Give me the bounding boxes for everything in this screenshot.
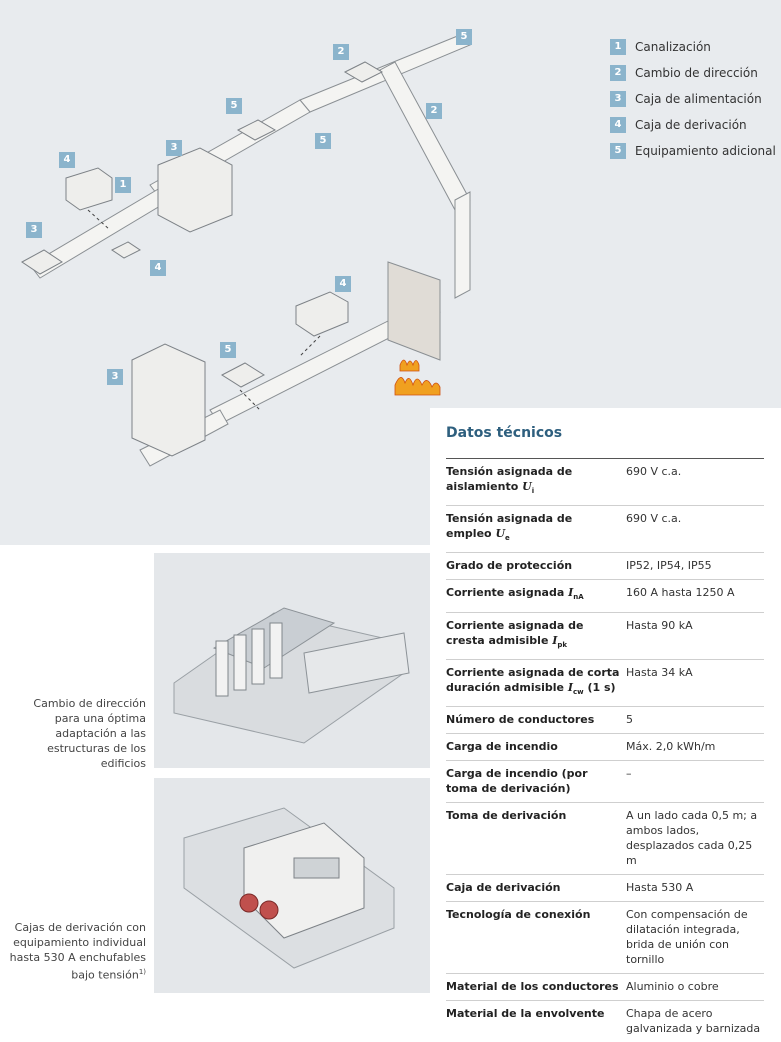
technical-data-table: Tensión asignada de aislamiento Ui 690 V …	[446, 458, 764, 1042]
legend-label: Caja de derivación	[635, 118, 747, 132]
tap-box-left	[65, 167, 113, 211]
diagram-badge: 3	[26, 222, 42, 238]
diagram-badge: 5	[220, 342, 236, 358]
spec-value: Hasta 90 kA	[626, 618, 693, 632]
photo-caption-direction: Cambio de dirección para una óptima adap…	[33, 697, 146, 770]
diagram-badge: 4	[335, 276, 351, 292]
table-row: Número de conductores 5	[446, 707, 764, 734]
spec-value: Hasta 34 kA	[626, 665, 693, 679]
spec-value: 690 V c.a.	[626, 512, 682, 526]
legend-badge: 3	[610, 91, 626, 107]
diagram-badge: 2	[426, 103, 442, 119]
diagram-badge: 2	[333, 44, 349, 60]
spec-value: Con compensación de dilatación integrada…	[626, 907, 748, 966]
table-row: Tensión asignada de aislamiento Ui 690 V …	[446, 459, 764, 507]
flames	[394, 359, 441, 396]
caption-text: Cajas de derivación con equipamiento ind…	[9, 921, 146, 982]
table-row: Carga de incendio (por toma de derivació…	[446, 761, 764, 803]
legend-label: Cambio de dirección	[635, 66, 758, 80]
accessory-3	[111, 241, 141, 259]
spec-label: Tensión asignada de empleo Ue	[446, 512, 573, 543]
spec-label: Corriente asignada InA	[446, 586, 584, 602]
table-row: Material de la envolvente Chapa de acero …	[446, 1001, 764, 1042]
legend-badge: 1	[610, 39, 626, 55]
table-row: Tensión asignada de empleo Ue 690 V c.a.	[446, 506, 764, 554]
spec-value: Máx. 2,0 kWh/m	[626, 739, 716, 753]
spec-label: Corriente asignada de corta duración adm…	[446, 665, 620, 696]
spec-value: Aluminio o cobre	[626, 979, 719, 993]
legend-item: 4 Caja de derivación	[610, 112, 776, 138]
table-row: Corriente asignada InA 160 A hasta 1250 A	[446, 580, 764, 613]
legend-item: 5 Equipamiento adicional	[610, 138, 776, 164]
legend-badge: 5	[610, 143, 626, 159]
spec-label: Material de los conductores	[446, 979, 619, 993]
diagram-badge: 5	[456, 29, 472, 45]
table-row: Tecnología de conexión Con compensación d…	[446, 902, 764, 974]
table-row: Grado de protección IP52, IP54, IP55	[446, 553, 764, 581]
spec-label: Corriente asignada de cresta admisible I…	[446, 618, 584, 649]
tap-box-lower	[295, 291, 349, 337]
diagram-badge: 3	[107, 369, 123, 385]
table-row: Material de los conductores Aluminio o co…	[446, 974, 764, 1001]
legend-label: Canalización	[635, 40, 711, 54]
table-row: Caja de derivación Hasta 530 A	[446, 875, 764, 902]
table-row: Toma de derivación A un lado cada 0,5 m; …	[446, 803, 764, 875]
spec-label: Tensión asignada de aislamiento Ui	[446, 465, 573, 496]
diagram-badge: 3	[166, 140, 182, 156]
feed-connector	[21, 249, 63, 275]
tap-off-box-illustration	[183, 807, 395, 969]
legend-item: 3 Caja de alimentación	[610, 86, 776, 112]
spec-label: Número de conductores	[446, 712, 595, 726]
legend: 1 Canalización 2 Cambio de dirección 3 C…	[610, 34, 776, 164]
spec-label: Grado de protección	[446, 559, 573, 573]
spec-value: Hasta 530 A	[626, 880, 694, 894]
feed-box-upper	[157, 147, 233, 233]
busbar-right-a	[379, 61, 471, 211]
spec-value: A un lado cada 0,5 m; a ambos lados, des…	[626, 808, 758, 867]
spec-label: Carga de incendio	[446, 739, 558, 753]
accessory-2	[220, 362, 266, 388]
fire-wall	[387, 261, 441, 361]
busbar-system-diagram	[21, 34, 471, 467]
spec-label: Caja de derivación	[446, 880, 561, 894]
table-row: Carga de incendio Máx. 2,0 kWh/m	[446, 734, 764, 761]
spec-value: 690 V c.a.	[626, 465, 682, 478]
spec-label: Material de la envolvente	[446, 1006, 605, 1020]
section-title: Datos técnicos	[446, 425, 563, 441]
legend-badge: 2	[610, 65, 626, 81]
legend-label: Equipamiento adicional	[635, 144, 776, 158]
spec-value: IP52, IP54, IP55	[626, 559, 712, 573]
diagram-badge: 5	[226, 98, 242, 114]
diagram-badge: 5	[315, 133, 331, 149]
corner-box	[343, 61, 384, 83]
legend-item: 2 Cambio de dirección	[610, 60, 776, 86]
spec-value: –	[626, 766, 632, 780]
table-row: Corriente asignada de cresta admisible I…	[446, 613, 764, 660]
accessory-1	[236, 119, 277, 141]
legend-label: Caja de alimentación	[635, 92, 762, 106]
direction-change-illustration	[173, 607, 410, 744]
legend-item: 1 Canalización	[610, 34, 776, 60]
diagram-badge: 4	[59, 152, 75, 168]
tap-off-box-photo	[154, 778, 430, 993]
spec-label: Carga de incendio (por toma de derivació…	[446, 766, 588, 795]
direction-change-photo	[154, 553, 430, 768]
spec-value: Chapa de acero galvanizada y barnizada	[626, 1006, 761, 1035]
footnote-mark: 1)	[138, 968, 146, 976]
spec-label: Tecnología de conexión	[446, 907, 591, 921]
photo-caption-tap-off: Cajas de derivación con equipamiento ind…	[6, 920, 146, 983]
diagram-badge: 4	[150, 260, 166, 276]
feed-box-lower	[131, 343, 206, 457]
busbar-right-b	[454, 191, 471, 299]
diagram-badge: 1	[115, 177, 131, 193]
spec-value: 160 A hasta 1250 A	[626, 586, 735, 600]
legend-badge: 4	[610, 117, 626, 133]
spec-label: Toma de derivación	[446, 808, 567, 822]
table-row: Corriente asignada de corta duración adm…	[446, 660, 764, 707]
spec-value: 5	[626, 712, 633, 726]
